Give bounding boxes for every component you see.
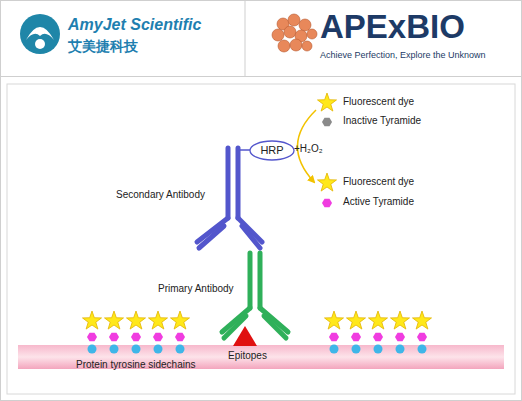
secondary-antibody: [197, 148, 262, 248]
antibody-label: Primary Antibody: [158, 283, 234, 295]
dye-star: [317, 173, 336, 191]
dye-star: [412, 311, 431, 329]
active-hex: [322, 199, 332, 208]
inactive-hex: [322, 118, 332, 127]
active-hex: [417, 333, 427, 342]
dye-star: [126, 311, 145, 329]
hrp-link: [238, 149, 250, 151]
tyrosine-dot: [352, 345, 361, 354]
epitope-label: Epitopes: [228, 350, 267, 362]
active-hex: [175, 333, 185, 342]
antibody-label: Secondary Antibody: [116, 189, 205, 201]
dye-star: [104, 311, 123, 329]
tyrosine-dot: [396, 345, 405, 354]
tyrosine-dot: [110, 345, 119, 354]
divider: [0, 76, 522, 77]
active-hex: [351, 333, 361, 342]
tagline: Achieve Perfection, Explore the Unknown: [320, 50, 486, 60]
enzyme-ellipse: HRP: [249, 140, 295, 161]
tyrosine-dot: [176, 345, 185, 354]
tyrosine-dot: [154, 345, 163, 354]
active-hex: [109, 333, 119, 342]
tyramide-deposits: [82, 311, 431, 354]
active-hex: [153, 333, 163, 342]
enzyme-label: HRP: [260, 144, 283, 157]
dye-star: [148, 311, 167, 329]
dye-label: Fluorescent dye: [343, 176, 414, 188]
dye-star: [324, 311, 343, 329]
sidechain-label: Protein tyrosine sidechains: [76, 359, 196, 371]
active-hex: [87, 333, 97, 342]
tyrosine-dot: [330, 345, 339, 354]
tyramide-label: Active Tyramide: [343, 196, 414, 208]
active-hex: [131, 333, 141, 342]
tyramide-label: Inactive Tyramide: [343, 115, 421, 127]
brand-name: APExBIO: [320, 8, 465, 46]
active-hex: [373, 333, 383, 342]
tyrosine-dot: [88, 345, 97, 354]
divider: [245, 0, 246, 76]
dye-star: [170, 311, 189, 329]
dye-label: Fluorescent dye: [343, 96, 414, 108]
primary-antibody: [222, 253, 288, 338]
dye-star: [390, 311, 409, 329]
reagent-label: +H₂O₂: [294, 143, 323, 155]
epitope: [233, 326, 257, 346]
apexbio-logo: [272, 14, 317, 52]
dye-star: [82, 311, 101, 329]
tyrosine-dot: [418, 345, 427, 354]
tyrosine-dot: [132, 345, 141, 354]
brand-name: AmyJet Scientific: [68, 16, 201, 34]
brand-name-cn: 艾美捷科技: [68, 38, 138, 54]
amyjet-logo: [20, 14, 60, 54]
active-hex: [329, 333, 339, 342]
dye-star: [368, 311, 387, 329]
panel: [7, 84, 515, 394]
dye-star: [346, 311, 365, 329]
active-hex: [395, 333, 405, 342]
dye-star: [317, 93, 336, 111]
tyrosine-dot: [374, 345, 383, 354]
